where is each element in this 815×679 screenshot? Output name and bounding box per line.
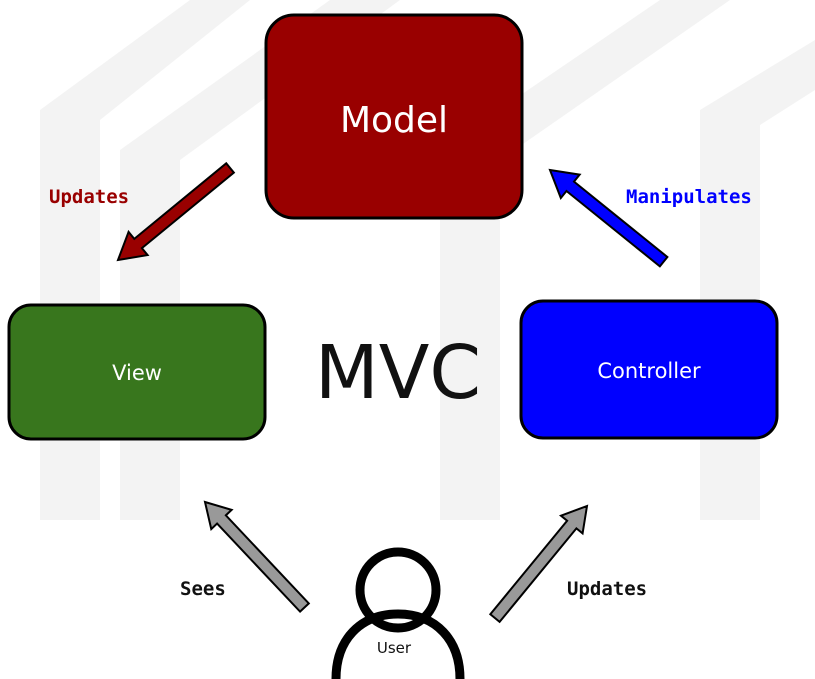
diagram-title: MVC xyxy=(315,330,481,416)
controller-node: Controller xyxy=(519,299,779,440)
view-box xyxy=(7,303,267,441)
controller-box xyxy=(519,299,779,440)
edge-label-sees: Sees xyxy=(180,578,226,600)
view-node: View xyxy=(7,303,267,441)
arrow-model-to-view xyxy=(116,161,236,262)
arrow-controller-to-model xyxy=(548,168,669,268)
model-node: Model xyxy=(264,13,524,220)
edge-label-updates-user: Updates xyxy=(567,578,647,600)
arrow-user-to-controller xyxy=(488,504,589,624)
user-icon xyxy=(331,547,465,679)
edge-label-updates-model: Updates xyxy=(49,186,129,208)
edge-label-manipulates: Manipulates xyxy=(626,186,752,208)
user-node: User xyxy=(331,547,465,679)
user-label: User xyxy=(377,639,412,657)
controller-label: Controller xyxy=(597,359,701,383)
model-box xyxy=(264,13,524,220)
arrow-user-to-view xyxy=(203,500,311,614)
view-label: View xyxy=(112,361,162,385)
model-label: Model xyxy=(340,100,448,141)
